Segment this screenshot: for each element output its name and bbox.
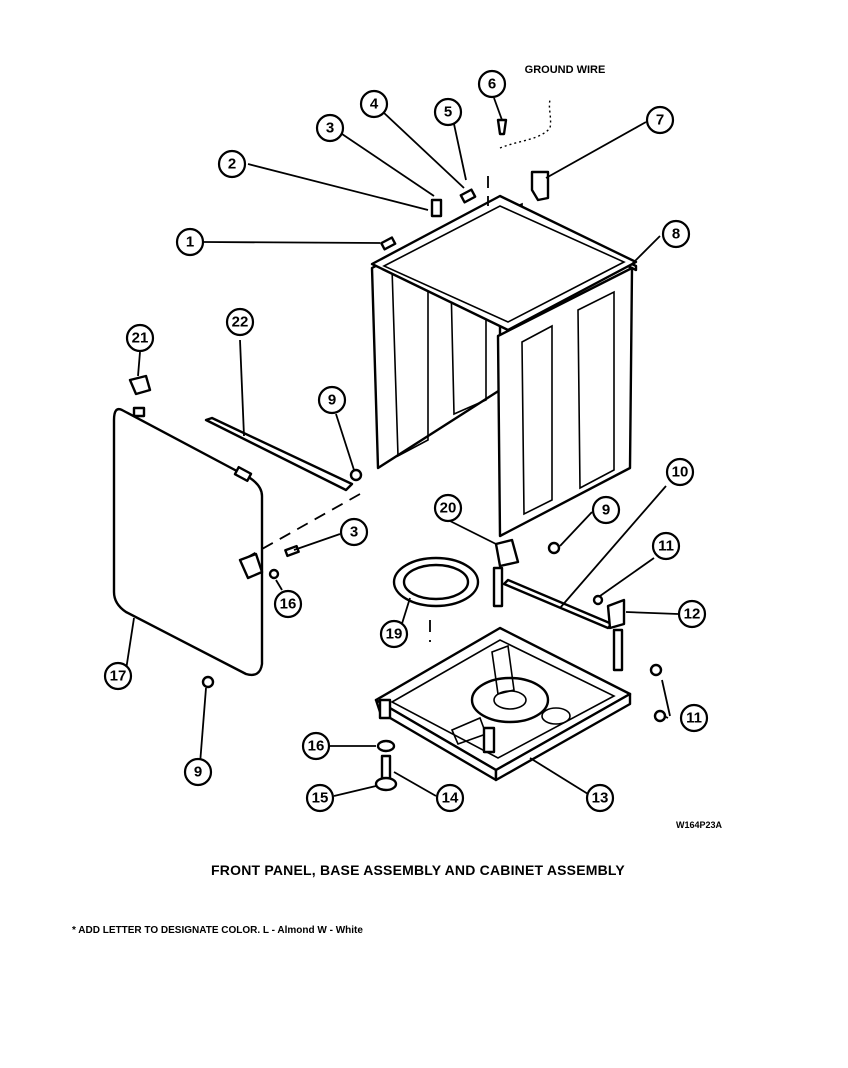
svg-text:17: 17 — [110, 668, 127, 685]
callout-20: 20 — [433, 493, 463, 523]
svg-text:1: 1 — [186, 234, 194, 251]
callout-1: 1 — [175, 227, 205, 257]
callout-14: 14 — [435, 783, 465, 813]
svg-text:4: 4 — [370, 96, 379, 113]
callout-11b: 11 — [679, 703, 709, 733]
callout-11a: 11 — [651, 531, 681, 561]
callout-3: 3 — [315, 113, 345, 143]
svg-text:14: 14 — [442, 790, 459, 807]
svg-text:13: 13 — [592, 790, 609, 807]
screws — [201, 468, 667, 723]
svg-text:9: 9 — [602, 502, 610, 519]
callout-5: 5 — [433, 97, 463, 127]
ground-wire — [499, 99, 552, 149]
callout-6: 6 — [477, 69, 507, 99]
base-assembly — [374, 626, 632, 782]
svg-text:8: 8 — [672, 226, 680, 243]
callout-4: 4 — [359, 89, 389, 119]
callout-9c: 9 — [183, 757, 213, 787]
svg-text:3: 3 — [326, 120, 334, 137]
callout-21: 21 — [125, 323, 155, 353]
callout-15: 15 — [305, 783, 335, 813]
leveling-leg — [374, 739, 398, 792]
callout-8: 8 — [661, 219, 691, 249]
callout-9a: 9 — [317, 385, 347, 415]
svg-text:3: 3 — [350, 524, 358, 541]
color-footnote: * ADD LETTER TO DESIGNATE COLOR. L - Alm… — [72, 925, 363, 936]
bracket-21 — [128, 374, 152, 396]
svg-text:5: 5 — [444, 104, 452, 121]
svg-text:9: 9 — [194, 764, 202, 781]
svg-text:20: 20 — [440, 500, 457, 517]
callout-3b: 3 — [339, 517, 369, 547]
svg-text:7: 7 — [656, 112, 664, 129]
front-panel-rail — [204, 416, 354, 492]
svg-text:22: 22 — [232, 314, 249, 331]
callout-7: 7 — [645, 105, 675, 135]
svg-text:2: 2 — [228, 156, 236, 173]
svg-text:9: 9 — [328, 392, 336, 409]
svg-text:19: 19 — [386, 626, 403, 643]
bracket-20 — [492, 538, 520, 608]
callout-17: 17 — [103, 661, 133, 691]
cabinet-assembly — [370, 170, 638, 538]
callout-22: 22 — [225, 307, 255, 337]
bracket-12 — [592, 594, 626, 672]
callout-12: 12 — [677, 599, 707, 629]
svg-text:6: 6 — [488, 76, 496, 93]
svg-text:16: 16 — [280, 596, 297, 613]
callout-19: 19 — [379, 619, 409, 649]
callout-13: 13 — [585, 783, 615, 813]
svg-text:11: 11 — [686, 710, 702, 727]
svg-text:10: 10 — [672, 464, 689, 481]
callout-16b: 16 — [273, 589, 303, 619]
leader-lines — [125, 97, 679, 797]
front-panel — [112, 406, 280, 677]
callout-10: 10 — [665, 457, 695, 487]
svg-text:16: 16 — [308, 738, 325, 755]
svg-text:21: 21 — [132, 330, 149, 347]
diagram-title: FRONT PANEL, BASE ASSEMBLY AND CABINET A… — [211, 862, 625, 878]
svg-text:11: 11 — [658, 538, 674, 555]
drawing-code: W164P23A — [676, 820, 723, 830]
ground-wire-label: GROUND WIRE — [524, 64, 606, 76]
callout-2: 2 — [217, 149, 247, 179]
ring-19 — [392, 556, 480, 608]
callout-16a: 16 — [301, 731, 331, 761]
callout-9b: 9 — [591, 495, 621, 525]
svg-text:12: 12 — [684, 606, 701, 623]
svg-text:15: 15 — [312, 790, 329, 807]
